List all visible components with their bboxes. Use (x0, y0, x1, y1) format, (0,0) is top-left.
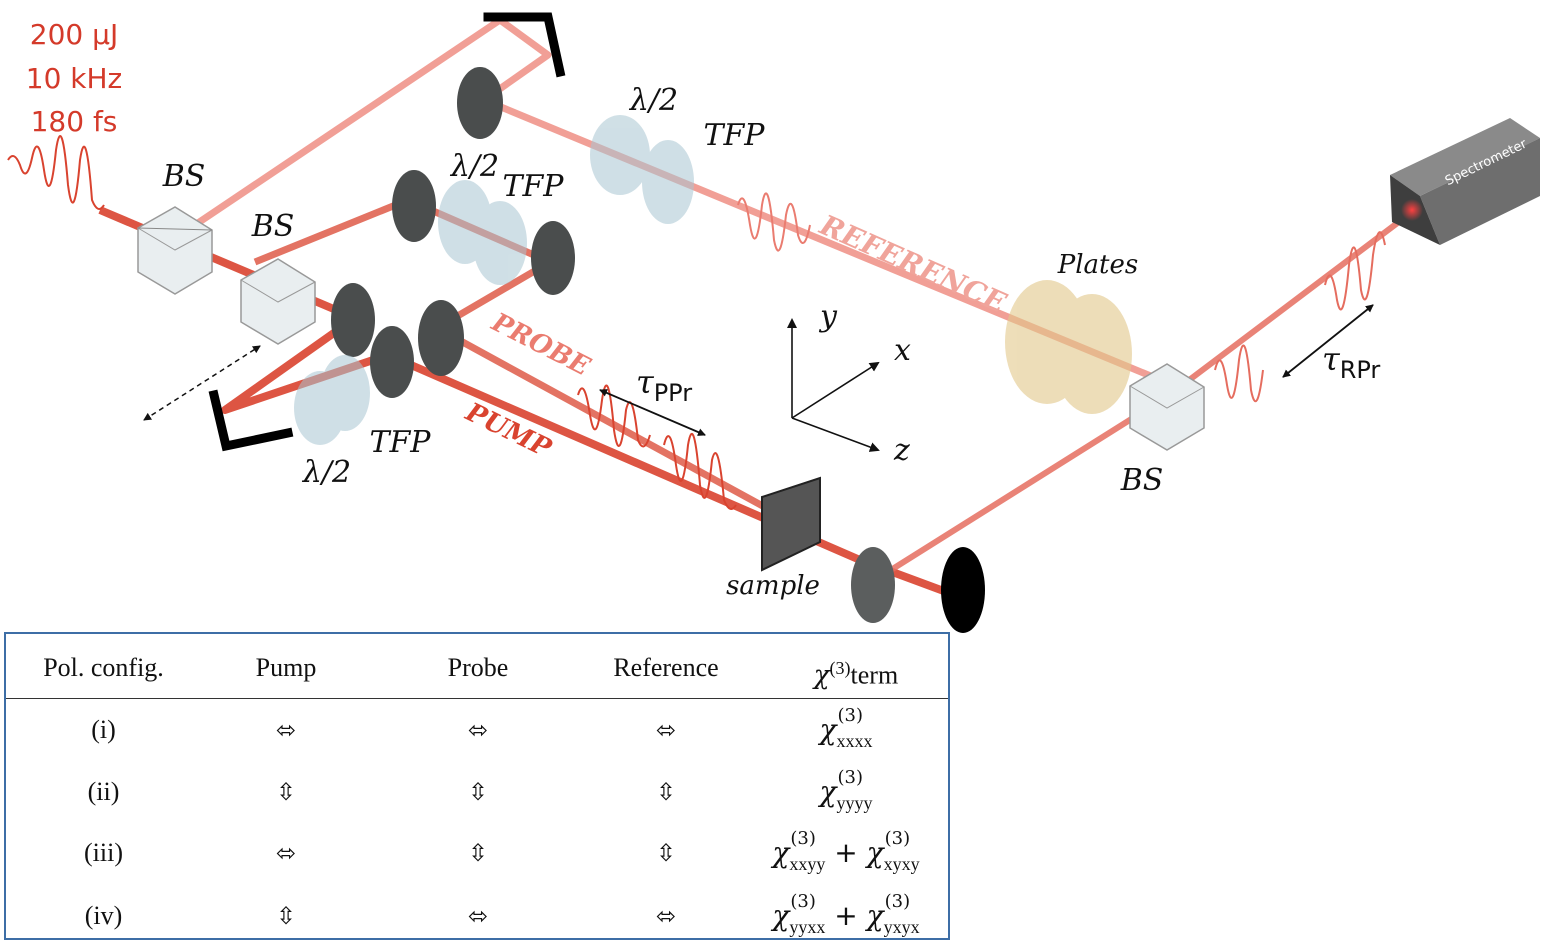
beam-dump (941, 547, 985, 633)
pump-half-wave-label: λ/2 (302, 455, 351, 490)
probe-half-wave-label: λ/2 (450, 149, 499, 184)
header-divider (6, 698, 948, 699)
laser-parameters: 200 μJ 10 kHz 180 fs (26, 18, 123, 138)
bs-label-3: BS (1120, 463, 1164, 498)
header-reference: Reference (613, 653, 719, 682)
bs-label-1: BS (162, 159, 206, 194)
mirror-probe-1 (392, 170, 436, 242)
chi-term: χ(3)xxxx (819, 705, 873, 751)
config-label: (iv) (84, 901, 123, 930)
mirror-out (851, 547, 895, 623)
table-row: (iii) ⬄ ⇳ ⇳ χ(3)xxyy + χ(3)xyxy (6, 828, 948, 874)
polarization-arrow: ⇳ (275, 778, 297, 806)
header-pump: Pump (255, 653, 317, 682)
polarization-arrow: ⬄ (275, 716, 297, 744)
ref-half-wave (590, 115, 650, 195)
probe-beam-label: PROBE (486, 307, 596, 383)
bs-cube-3 (1129, 363, 1205, 451)
plates (1005, 280, 1132, 414)
mirror-pump-2 (370, 326, 414, 398)
reference-beam (178, 16, 1172, 388)
tau-rpr-arrow (1282, 304, 1374, 378)
polarization-arrow: ⬄ (655, 716, 677, 744)
table-row: (ii) ⇳ ⇳ ⇳ χ(3)yyyy (6, 767, 948, 813)
axis-y-label: y (818, 299, 838, 334)
axis-x-label: x (894, 333, 911, 368)
bs-cube-1 (137, 206, 213, 295)
axis-z-label: z (893, 433, 910, 468)
table-row: (i) ⬄ ⬄ ⬄ χ(3)xxxx (6, 705, 948, 751)
mirror-probe-3 (418, 300, 464, 376)
spectrometer: Spectrometer (1390, 118, 1540, 245)
polarization-arrow: ⬄ (467, 902, 489, 930)
mirror-probe-2 (531, 221, 575, 295)
config-label: (iii) (84, 838, 123, 867)
tau-ppr-label: τPPr (636, 363, 692, 407)
tau-ppr-arrow (599, 389, 706, 436)
reference-beam-label: REFERENCE (814, 208, 1011, 320)
mirrors (331, 67, 985, 633)
config-label: (i) (91, 715, 116, 744)
config-label: (ii) (87, 777, 120, 806)
chi-term: χ(3)xxyy + χ(3)xyxy (772, 828, 920, 874)
plates-label: Plates (1057, 250, 1139, 280)
tau-rpr-label: τRPr (1322, 340, 1380, 384)
polarization-arrow: ⬄ (275, 839, 297, 867)
probe-tfp (473, 201, 527, 285)
ref-half-wave-label: λ/2 (629, 83, 678, 118)
retroreflector-ref (483, 12, 566, 78)
ref-tfp-label: TFP (703, 118, 765, 153)
table-row: (iv) ⇳ ⬄ ⬄ χ(3)yyxx + χ(3)yxyx (6, 891, 948, 937)
sample-label: sample (726, 571, 820, 601)
polarization-arrow: ⇳ (655, 839, 677, 867)
header-chi-term: χ(3)term (813, 658, 899, 691)
mirror-pump-1 (331, 283, 375, 357)
waveplates (294, 115, 694, 445)
laser-duration: 180 fs (31, 105, 118, 138)
pump-tfp (320, 355, 370, 431)
laser-rate: 10 kHz (26, 62, 123, 95)
polarization-arrow: ⇳ (655, 778, 677, 806)
chi-term: χ(3)yyxx + χ(3)yxyx (772, 891, 920, 937)
polarization-arrow: ⬄ (655, 902, 677, 930)
coordinate-axes (787, 318, 880, 452)
sample (761, 476, 821, 572)
delay-stage-arrow (143, 345, 261, 421)
bs-label-2: BS (251, 209, 295, 244)
polarization-arrow: ⇳ (467, 778, 489, 806)
pulse-waveforms (7, 135, 1386, 510)
ref-tfp (642, 140, 694, 224)
header-probe: Probe (447, 653, 509, 682)
header-pol-config: Pol. config. (43, 653, 164, 682)
polarization-arrow: ⬄ (467, 716, 489, 744)
chi-term: χ(3)yyyy (819, 767, 873, 813)
bs-cube-2 (240, 258, 316, 345)
mirror-ref (457, 67, 503, 139)
polarization-arrow: ⇳ (467, 839, 489, 867)
laser-energy: 200 μJ (30, 18, 118, 51)
pump-tfp-label: TFP (369, 425, 431, 460)
polarization-arrow: ⇳ (275, 902, 297, 930)
probe-tfp-label: TFP (502, 169, 564, 204)
table-header-row: Pol. config. Pump Probe Reference χ(3)te… (6, 648, 948, 691)
polarization-config-table: Pol. config. Pump Probe Reference χ(3)te… (4, 632, 950, 940)
